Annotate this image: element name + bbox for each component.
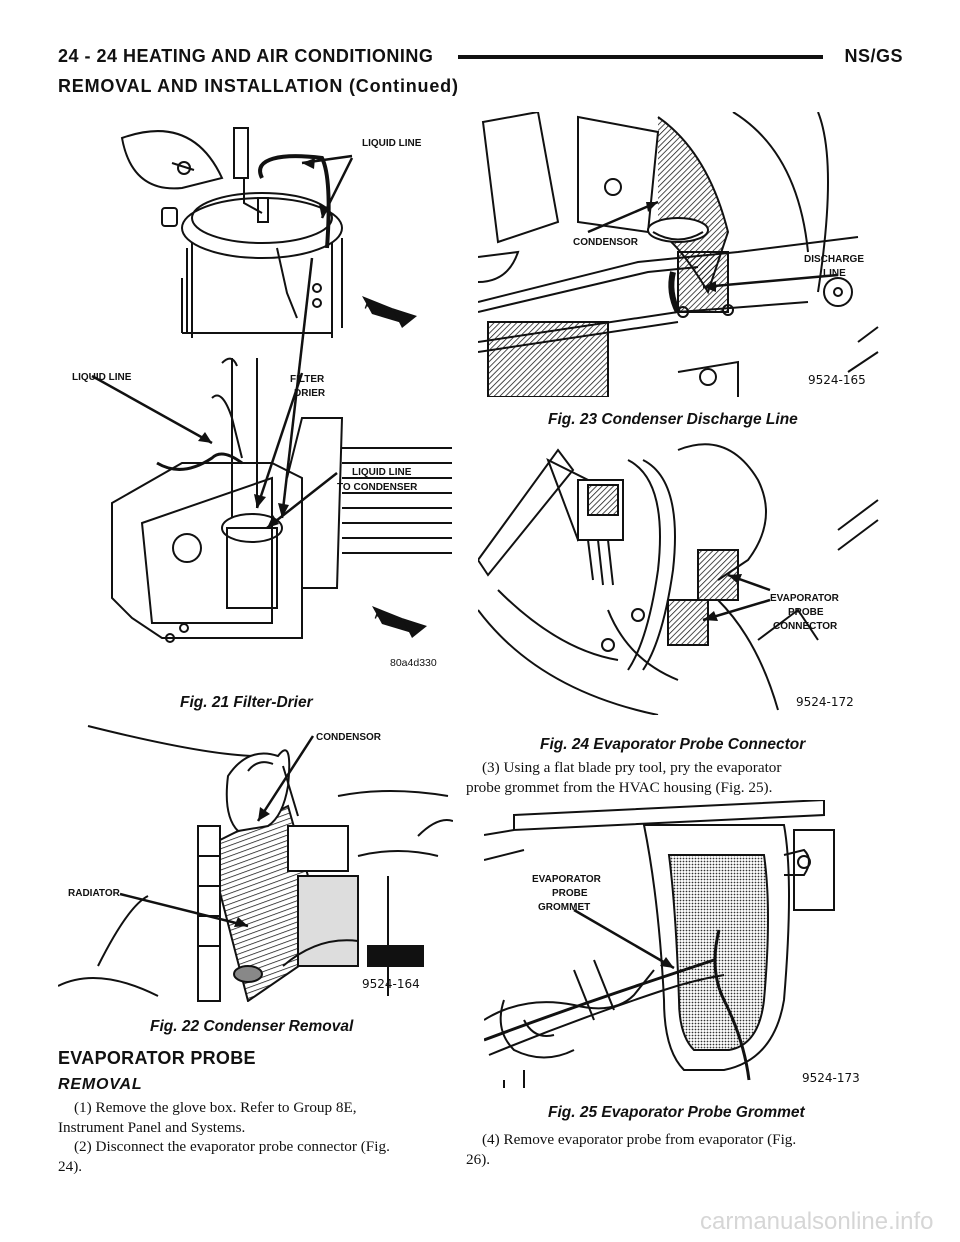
figure-22-condenser-removal: CONDENSOR RADIATOR 9524-164 — [58, 716, 453, 1002]
radiator-label: RADIATOR — [68, 888, 121, 899]
step-3-line-2: probe grommet from the HVAC housing (Fig… — [466, 778, 773, 796]
figure-24-evaporator-probe-connector: EVAPORATOR PROBE CONNECTOR 9524-172 — [478, 440, 880, 715]
evaporator-label-24: EVAPORATOR — [770, 593, 840, 604]
step-4-line-2: 26). — [466, 1150, 491, 1168]
step-2-line-2: 24). — [58, 1157, 83, 1175]
step-1-text: (1) Remove the glove box. Refer to Group… — [58, 1098, 454, 1137]
header-rule — [458, 55, 823, 59]
connector-label: CONNECTOR — [773, 621, 838, 632]
filter-drier-illustration: FWD FWD LIQUID LINE LIQUID LINE FILTER D… — [72, 127, 452, 669]
page-header: 24 - 24 HEATING AND AIR CONDITIONING NS/… — [58, 46, 903, 72]
figure-25-evaporator-probe-grommet: EVAPORATOR PROBE GROMMET 9524-173 — [484, 800, 862, 1088]
step-3-line-1: (3) Using a flat blade pry tool, pry the… — [482, 759, 782, 776]
figure-24-id: 9524-172 — [796, 695, 854, 709]
fwd-label-bottom: FWD — [373, 610, 398, 628]
step-1-line-1: (1) Remove the glove box. Refer to Group… — [74, 1099, 357, 1116]
fwd-arrow-bottom: FWD — [372, 606, 427, 638]
watermark: carmanualsonline.info — [700, 1208, 934, 1235]
discharge-label: DISCHARGE — [804, 254, 864, 265]
fwd-label-top: FWD — [363, 300, 388, 318]
continued-title: REMOVAL AND INSTALLATION (Continued) — [58, 76, 459, 96]
figure-23-condenser-discharge-line: CONDENSOR DISCHARGE LINE 9524-165 — [478, 112, 880, 397]
liquid-line-to-label: LIQUID LINE — [352, 467, 412, 478]
header-model: NS/GS — [844, 46, 903, 66]
evaporator-probe-grommet-illustration: EVAPORATOR PROBE GROMMET 9524-173 — [484, 800, 860, 1088]
figure-22-id: 9524-164 — [362, 977, 420, 991]
drier-label: DRIER — [294, 388, 326, 399]
probe-label-25: PROBE — [552, 888, 588, 899]
figure-21-caption: Fig. 21 Filter-Drier — [180, 694, 313, 711]
liquid-line-label-top: LIQUID LINE — [362, 138, 422, 149]
step-3-text: (3) Using a flat blade pry tool, pry the… — [466, 758, 882, 797]
liquid-line-label-left: LIQUID LINE — [72, 372, 132, 383]
to-condenser-label: TO CONDENSER — [337, 482, 418, 493]
step-1-line-2: Instrument Panel and Systems. — [58, 1118, 246, 1136]
step-4-text: (4) Remove evaporator probe from evapora… — [466, 1130, 882, 1169]
section-title: EVAPORATOR PROBE — [58, 1048, 256, 1068]
condenser-removal-illustration: CONDENSOR RADIATOR 9524-164 — [58, 725, 453, 1002]
figure-21-filter-drier: FWD FWD LIQUID LINE LIQUID LINE FILTER D… — [72, 118, 454, 678]
header-page-ref: 24 - 24 HEATING AND AIR CONDITIONING — [58, 46, 440, 67]
probe-label-24: PROBE — [788, 607, 824, 618]
step-2-text: (2) Disconnect the evaporator probe conn… — [58, 1137, 454, 1176]
fwd-arrow-top: FWD — [362, 296, 417, 328]
section-subtitle: REMOVAL — [58, 1076, 143, 1093]
condensor-label-22: CONDENSOR — [316, 732, 382, 743]
figure-23-caption: Fig. 23 Condenser Discharge Line — [548, 411, 798, 428]
figure-24-caption: Fig. 24 Evaporator Probe Connector — [540, 736, 806, 753]
step-4-line-1: (4) Remove evaporator probe from evapora… — [482, 1131, 797, 1148]
figure-25-id: 9524-173 — [802, 1071, 860, 1085]
step-2-line-1: (2) Disconnect the evaporator probe conn… — [74, 1138, 390, 1155]
condensor-label-23: CONDENSOR — [573, 237, 639, 248]
line-label: LINE — [823, 268, 846, 279]
filter-label: FILTER — [290, 374, 325, 385]
grommet-label: GROMMET — [538, 902, 590, 913]
figure-25-caption: Fig. 25 Evaporator Probe Grommet — [548, 1104, 805, 1121]
figure-21-id: 80a4d330 — [390, 657, 437, 669]
condenser-discharge-illustration: CONDENSOR DISCHARGE LINE 9524-165 — [478, 112, 879, 397]
evaporator-probe-connector-illustration: EVAPORATOR PROBE CONNECTOR 9524-172 — [478, 443, 879, 715]
figure-23-id: 9524-165 — [808, 373, 866, 387]
figure-22-caption: Fig. 22 Condenser Removal — [150, 1018, 354, 1035]
evaporator-label-25: EVAPORATOR — [532, 874, 602, 885]
